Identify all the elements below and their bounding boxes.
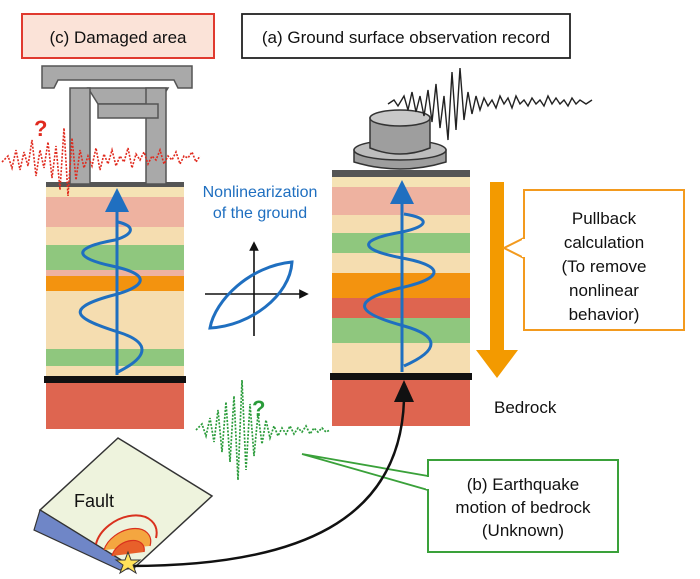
observation-record-text: (a) Ground surface observation record bbox=[262, 28, 550, 47]
bridge-pier-icon bbox=[41, 65, 193, 185]
pullback-arrow bbox=[476, 182, 518, 378]
bedrock-motion-label: (b) Earthquake motion of bedrock (Unknow… bbox=[301, 453, 619, 553]
star-icon bbox=[114, 550, 142, 575]
left-soil-column bbox=[44, 182, 186, 429]
pullback-text-1: Pullback bbox=[572, 209, 637, 228]
bedrock-motion-text-3: (Unknown) bbox=[482, 521, 564, 540]
right-soil-column bbox=[330, 170, 472, 426]
propagation-arrow bbox=[129, 399, 406, 568]
propagation-arrowhead bbox=[394, 380, 414, 402]
pullback-text-2: calculation bbox=[564, 233, 644, 252]
bedrock-label: Bedrock bbox=[494, 398, 557, 417]
bedrock-motion-text-2: motion of bedrock bbox=[455, 498, 591, 517]
nonlinearization-text-2: of the ground bbox=[213, 205, 307, 222]
damaged-area-waveform bbox=[1, 127, 201, 197]
nonlinearization-text-1: Nonlinearization bbox=[203, 184, 318, 201]
pullback-text-5: behavior) bbox=[569, 305, 640, 324]
observation-waveform bbox=[387, 67, 593, 141]
hysteresis-loop-icon bbox=[205, 241, 309, 336]
bedrock-motion-text-1: (b) Earthquake bbox=[467, 475, 579, 494]
question-mark-green: ? bbox=[252, 396, 265, 421]
pullback-text-4: nonlinear bbox=[569, 281, 639, 300]
pullback-calculation-label: Pullback calculation (To remove nonlinea… bbox=[501, 189, 685, 331]
fault-block: Fault bbox=[33, 437, 214, 571]
seismometer-icon bbox=[353, 109, 447, 170]
observation-record-label: (a) Ground surface observation record bbox=[241, 13, 571, 59]
bedrock-waveform bbox=[195, 379, 331, 481]
pullback-text-3: (To remove bbox=[561, 257, 646, 276]
damaged-area-text: (c) Damaged area bbox=[49, 28, 187, 47]
damaged-area-label: (c) Damaged area bbox=[21, 13, 215, 59]
fault-label: Fault bbox=[74, 491, 114, 511]
question-mark-red: ? bbox=[34, 116, 47, 141]
